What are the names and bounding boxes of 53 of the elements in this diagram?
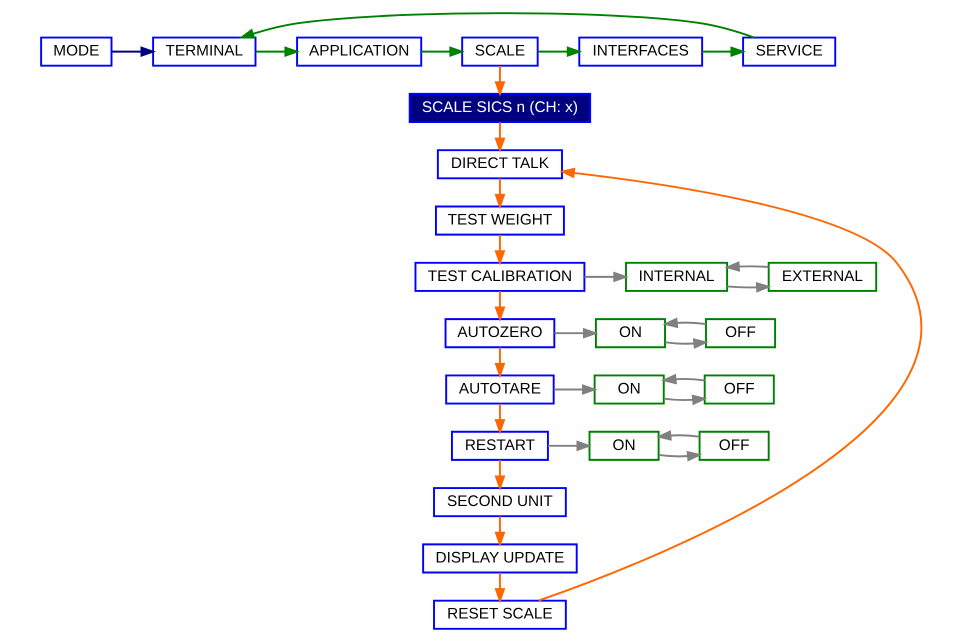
node-box: OFF bbox=[698, 430, 770, 461]
node-box: AUTOTARE bbox=[445, 374, 555, 405]
node-box: DIRECT TALK bbox=[436, 149, 563, 180]
arrow bbox=[494, 516, 506, 548]
node-box: ON bbox=[594, 318, 666, 348]
node-box: MODE bbox=[40, 36, 112, 67]
node-box: RESTART bbox=[450, 430, 549, 461]
node-box: ON bbox=[594, 374, 665, 405]
arrow bbox=[494, 347, 506, 378]
node-box: SERVICE bbox=[742, 36, 836, 67]
node-box: OFF bbox=[704, 374, 775, 405]
arrow bbox=[494, 178, 506, 210]
node-box: TEST CALIBRATION bbox=[414, 262, 586, 292]
node-box: INTERFACES bbox=[578, 36, 704, 67]
arrow bbox=[494, 122, 506, 153]
arrow bbox=[702, 46, 746, 58]
node-box: SCALE bbox=[461, 36, 539, 67]
node-box: INTERNAL bbox=[625, 262, 728, 292]
arrow bbox=[584, 272, 629, 282]
arrow bbox=[538, 46, 582, 58]
node-box: OFF bbox=[705, 318, 776, 348]
arrow bbox=[661, 374, 705, 384]
arrow bbox=[112, 46, 156, 58]
arrow bbox=[256, 46, 300, 58]
node-box: DISPLAY UPDATE bbox=[422, 543, 578, 574]
arrow bbox=[548, 440, 592, 452]
node-box: TERMINAL bbox=[152, 36, 256, 67]
arrow bbox=[665, 338, 709, 349]
node-box: ON bbox=[588, 430, 660, 461]
node-box: SECOND UNIT bbox=[433, 487, 567, 518]
arrow bbox=[656, 430, 700, 441]
node-box: EXTERNAL bbox=[768, 262, 878, 292]
arrow bbox=[658, 450, 702, 462]
arrow bbox=[494, 291, 506, 322]
arrow bbox=[494, 404, 506, 435]
arrow bbox=[494, 234, 506, 266]
arrow bbox=[421, 46, 465, 58]
arrow bbox=[239, 12, 754, 39]
arrow bbox=[494, 66, 506, 97]
arrow bbox=[662, 317, 706, 328]
node-box: TEST WEIGHT bbox=[434, 206, 565, 236]
arrow bbox=[494, 572, 506, 604]
arrow bbox=[554, 328, 598, 339]
arrow bbox=[494, 460, 506, 491]
node-box: RESET SCALE bbox=[433, 600, 567, 630]
node-box: AUTOZERO bbox=[444, 318, 556, 348]
node-box: SCALE SICS n (CH: x) bbox=[408, 92, 592, 123]
arrow bbox=[724, 261, 769, 272]
node-box: APPLICATION bbox=[296, 36, 422, 67]
arrow bbox=[664, 394, 708, 406]
arrow bbox=[538, 168, 922, 602]
arrow bbox=[554, 384, 598, 395]
arrow bbox=[727, 282, 772, 293]
